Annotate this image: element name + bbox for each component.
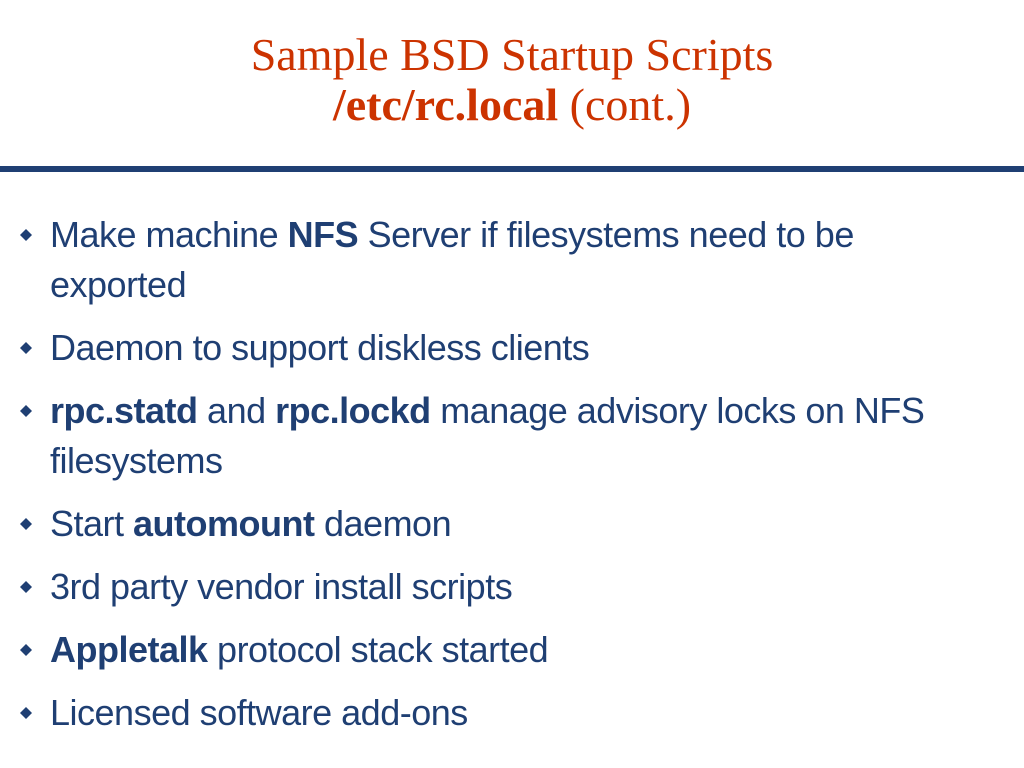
bullet-list: Make machine NFS Server if filesystems n… (20, 210, 970, 751)
bullet-text: Start automount daemon (50, 503, 452, 544)
diamond-bullet-icon (20, 342, 32, 354)
list-item: rpc.statd and rpc.lockd manage advisory … (20, 386, 970, 486)
diamond-bullet-icon (20, 581, 32, 593)
slide-title: Sample BSD Startup Scripts /etc/rc.local… (0, 30, 1024, 130)
bullet-text: 3rd party vendor install scripts (50, 566, 513, 607)
list-item: 3rd party vendor install scripts (20, 562, 970, 612)
list-item: Licensed software add-ons (20, 688, 970, 738)
bullet-text: rpc.statd and rpc.lockd manage advisory … (50, 390, 925, 481)
bullet-text: Daemon to support diskless clients (50, 327, 590, 368)
bullet-text: Licensed software add-ons (50, 692, 468, 733)
title-line-2: /etc/rc.local (cont.) (0, 80, 1024, 130)
diamond-bullet-icon (20, 707, 32, 719)
list-item: Appletalk protocol stack started (20, 625, 970, 675)
diamond-bullet-icon (20, 644, 32, 656)
title-line-1: Sample BSD Startup Scripts (250, 29, 774, 80)
title-path: /etc/rc.local (332, 79, 559, 130)
title-suffix: (cont.) (558, 79, 692, 130)
title-divider (0, 166, 1024, 172)
diamond-bullet-icon (20, 229, 32, 241)
bullet-text: Make machine NFS Server if filesystems n… (50, 214, 854, 305)
bullet-text: Appletalk protocol stack started (50, 629, 549, 670)
list-item: Make machine NFS Server if filesystems n… (20, 210, 970, 310)
diamond-bullet-icon (20, 405, 32, 417)
list-item: Start automount daemon (20, 499, 970, 549)
list-item: Daemon to support diskless clients (20, 323, 970, 373)
diamond-bullet-icon (20, 518, 32, 530)
